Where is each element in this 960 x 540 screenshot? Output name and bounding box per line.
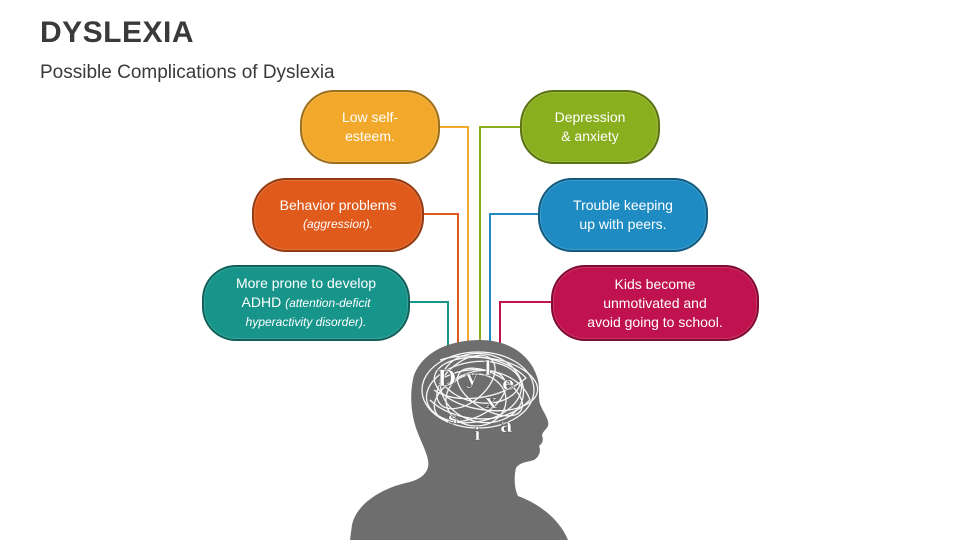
bubble-adhd: More prone to develop ADHD (attention-de… xyxy=(202,265,410,341)
letter-i: i xyxy=(474,424,481,445)
head-silhouette xyxy=(350,340,568,540)
letter-l: l xyxy=(484,356,492,380)
letter-s: s xyxy=(448,409,458,429)
letter-a: a xyxy=(500,413,513,437)
letter-d: D xyxy=(437,366,456,392)
bubble-adhd-line3: hyperactivity disorder). xyxy=(245,315,367,329)
connector-trouble xyxy=(489,213,540,352)
bubble-kids-line1: Kids become xyxy=(614,275,696,292)
bubble-trouble-line1: Trouble keeping xyxy=(573,197,673,213)
bubble-behavior-line2: (aggression). xyxy=(302,217,374,231)
page-title: DYSLEXIA xyxy=(40,16,195,49)
letter-y: y xyxy=(465,365,479,389)
bubble-behavior-line1: Behavior problems xyxy=(279,197,397,213)
connector-behavior xyxy=(422,213,459,352)
bubble-low-self-esteem: Low self- esteem. xyxy=(300,90,440,164)
connector-kids xyxy=(499,301,553,356)
bubble-behavior: Behavior problems (aggression). xyxy=(252,178,424,252)
bubble-kids: Kids become unmotivated and avoid going … xyxy=(551,265,759,341)
bubble-trouble: Trouble keeping up with peers. xyxy=(538,178,708,252)
page-subtitle: Possible Complications of Dyslexia xyxy=(40,62,335,83)
dyslexia-letters: D y s l e x i a xyxy=(437,356,515,446)
bubble-depression: Depression & anxiety xyxy=(520,90,660,164)
bubble-adhd-line2: ADHD (attention-deficit xyxy=(242,293,371,313)
bubble-low-self-esteem-line1: Low self- xyxy=(341,109,399,125)
bubble-kids-line3: avoid going to school. xyxy=(587,313,723,330)
bubble-depression-line2: & anxiety xyxy=(561,128,619,144)
bubble-trouble-line2: up with peers. xyxy=(579,216,667,232)
bubble-adhd-line1: More prone to develop xyxy=(235,275,377,291)
brain-scribble xyxy=(421,351,539,429)
bubble-adhd-line2-a: ADHD xyxy=(241,294,286,310)
bubble-low-self-esteem-line2: esteem. xyxy=(345,128,395,144)
letter-x: x xyxy=(485,389,498,413)
connector-depression xyxy=(479,126,522,352)
letter-e: e xyxy=(502,371,515,395)
bubble-adhd-line2-b: (attention-deficit xyxy=(285,296,371,310)
connector-adhd xyxy=(408,301,449,356)
bubble-depression-line1: Depression xyxy=(554,109,626,125)
connector-low-self-esteem xyxy=(438,126,469,352)
bubble-kids-line2: unmotivated and xyxy=(603,294,707,311)
